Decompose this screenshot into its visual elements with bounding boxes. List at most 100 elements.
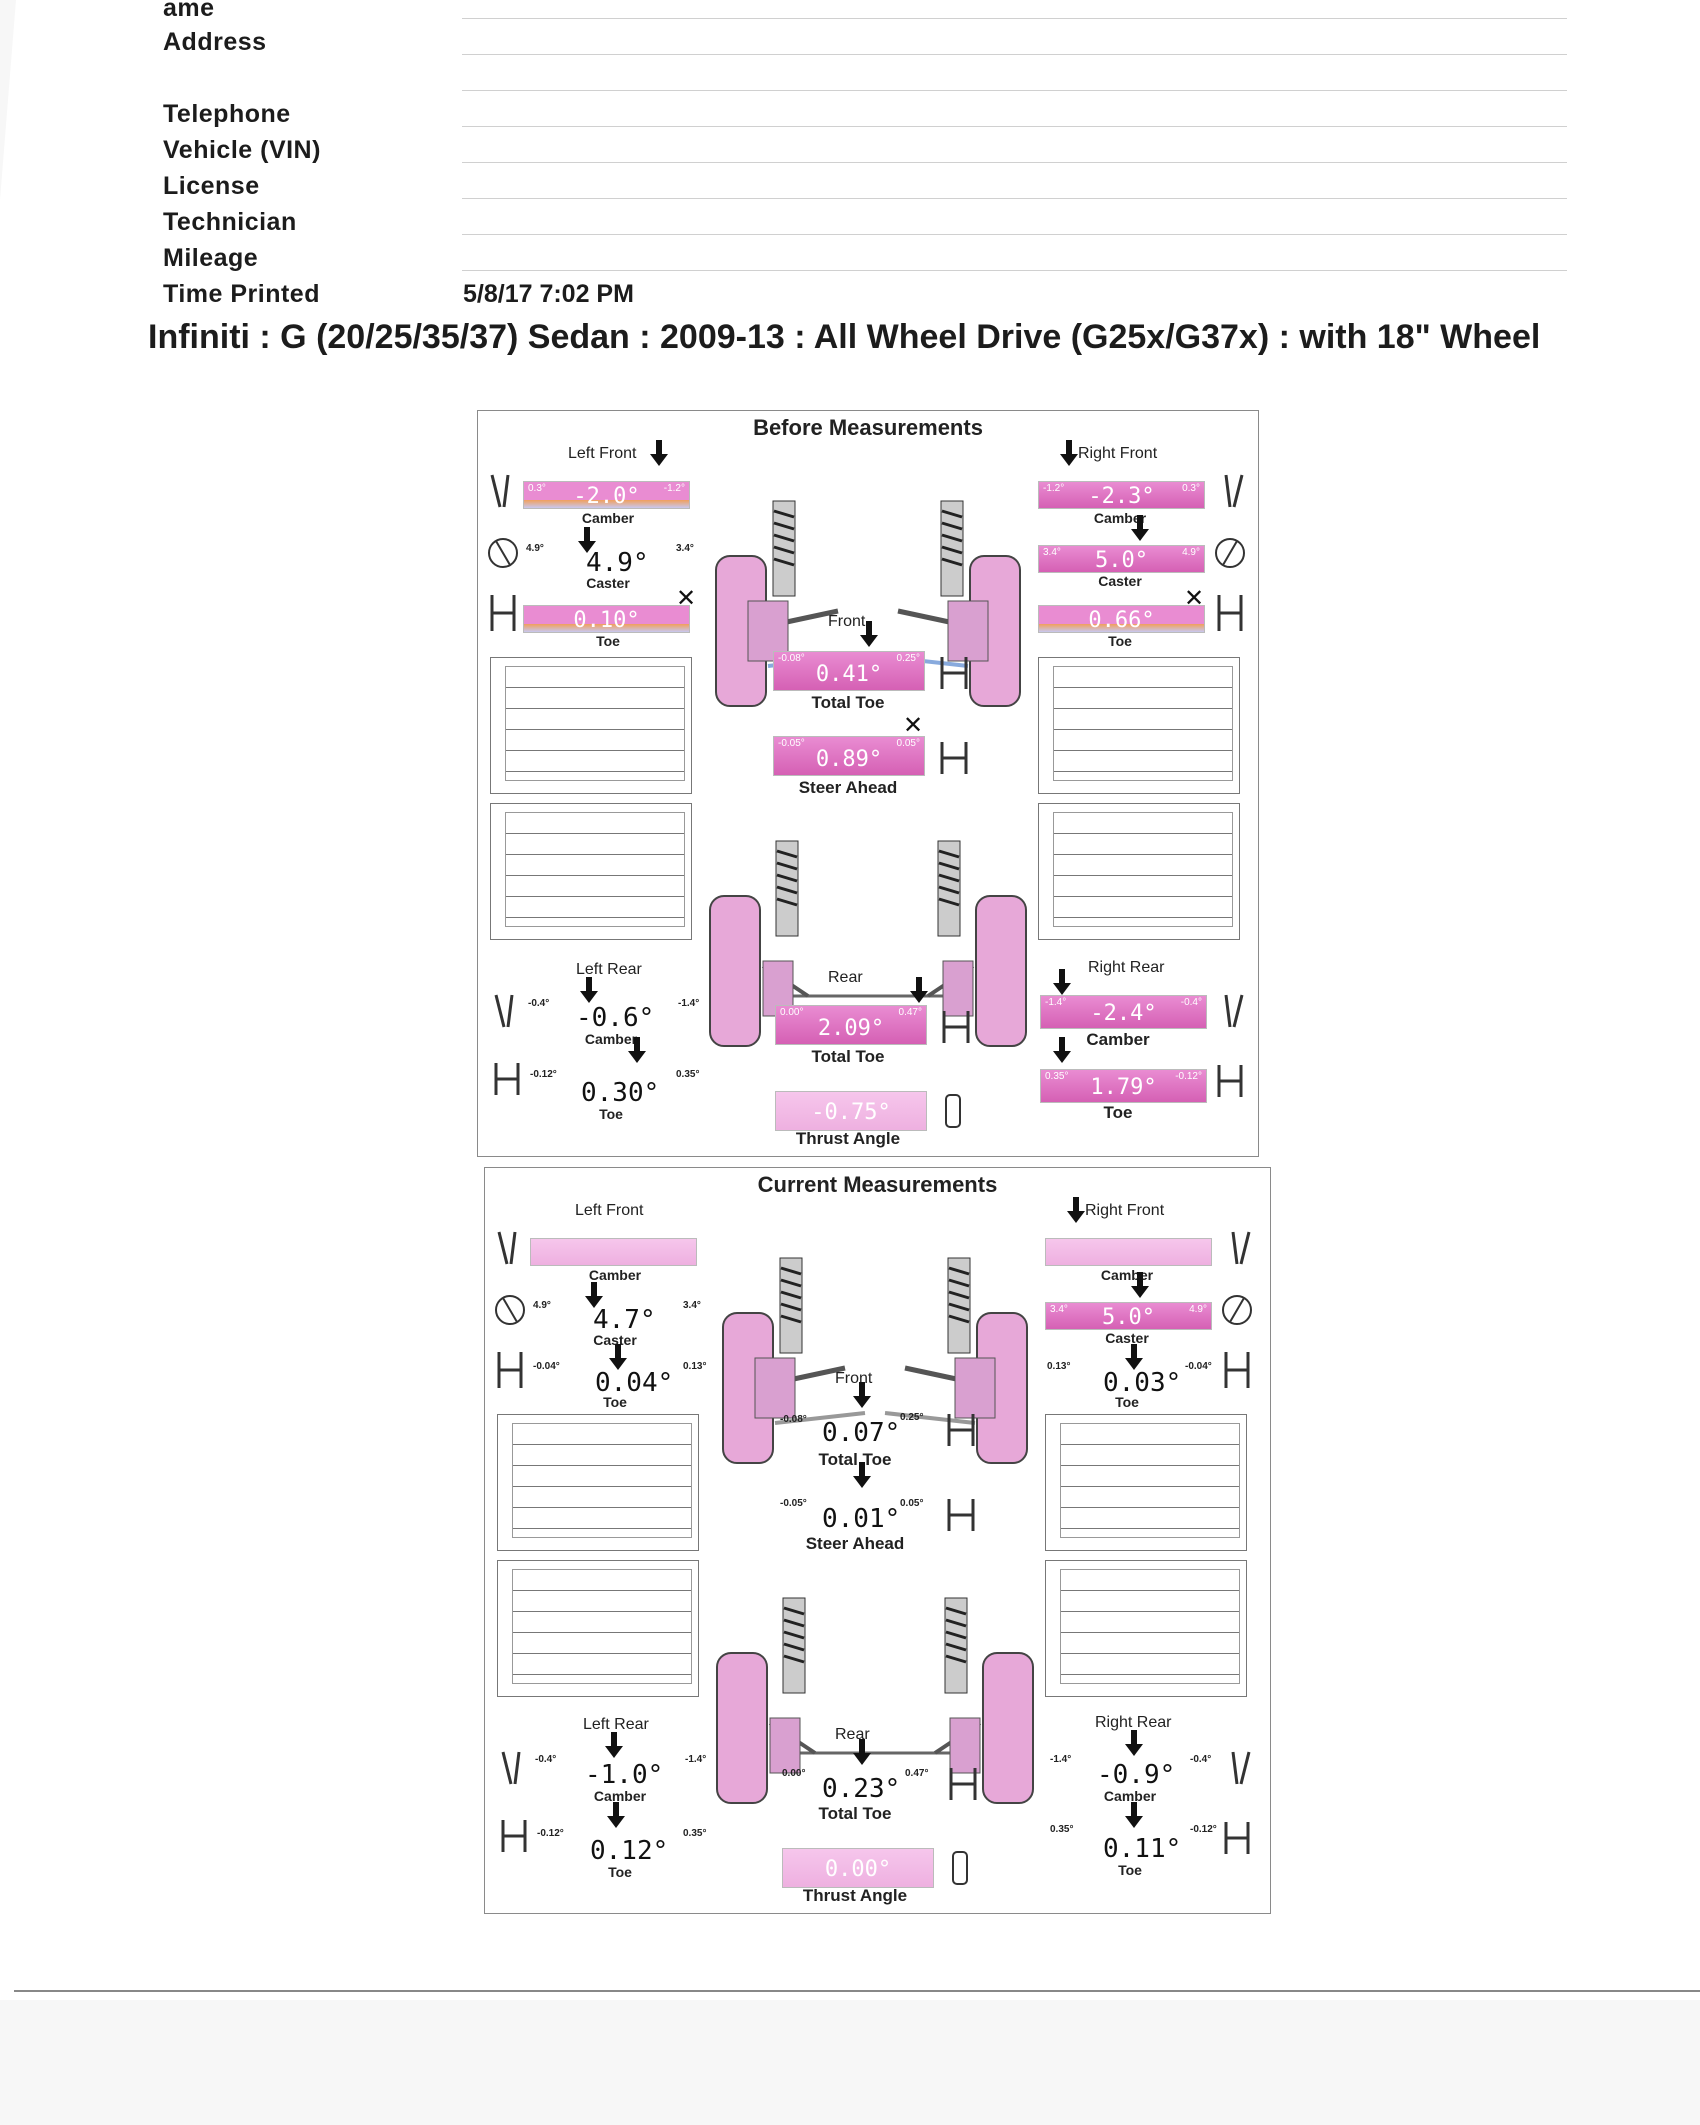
toe-min: -0.04°: [533, 1361, 560, 1372]
lr-camber-value: -1.0°: [585, 1760, 664, 1790]
total-toe-max: 0.47°: [905, 1768, 929, 1779]
field-label-time-printed: Time Printed: [163, 280, 320, 308]
toe-max: -0.12°: [1190, 1824, 1217, 1835]
caption-thrust-angle: Thrust Angle: [802, 1886, 908, 1905]
camber-min: -1.4°: [1050, 1754, 1072, 1765]
height-vs-rear-camber-graph: [1038, 803, 1240, 940]
label-rear: Rear: [835, 1726, 870, 1743]
steer-ahead-gauge: -0.05° 0.05° 0.89°: [773, 736, 925, 776]
thrust-angle-gauge: -0.75°: [775, 1091, 927, 1131]
gauge-max: -0.4°: [1180, 997, 1202, 1008]
field-line: [462, 198, 1567, 199]
caption-toe: Toe: [603, 1394, 627, 1410]
camber-arrow: [650, 440, 668, 466]
camber-arrow: [1067, 1197, 1085, 1223]
toe-wheel-icon: [1217, 1065, 1243, 1097]
page-fold: [0, 0, 16, 200]
front-total-toe-value: 0.41°: [815, 662, 883, 687]
caption-toe: Toe: [596, 633, 620, 649]
car-front-icon: [940, 657, 968, 689]
rf-camber-value: -2.3°: [1088, 484, 1155, 509]
caster-arrow: [585, 1282, 603, 1308]
caption-toe: Toe: [608, 1864, 632, 1880]
height-vs-rear-camber-graph: [490, 803, 692, 940]
camber-arrow: [1053, 969, 1071, 995]
gauge-min: 3.4°: [1043, 547, 1061, 558]
gauge-max: 4.9°: [1189, 1304, 1207, 1315]
rf-caster-value: 5.0°: [1102, 1305, 1155, 1330]
rear-total-toe-gauge: 0.00° 0.47° 2.09°: [775, 1005, 927, 1045]
field-line: [462, 234, 1567, 235]
label-left-rear: Left Rear: [583, 1716, 649, 1733]
toe-max: 0.35°: [676, 1069, 700, 1080]
rf-camber-gauge: [1045, 1238, 1212, 1266]
car-front-icon: [940, 742, 968, 774]
camber-max: -1.4°: [685, 1754, 707, 1765]
thrust-angle-value: -0.75°: [811, 1100, 891, 1125]
field-line: [462, 90, 1567, 91]
camber-wheel-icon: [1231, 1751, 1251, 1785]
total-toe-max: 0.25°: [900, 1412, 924, 1423]
rear-suspension: [709, 840, 1027, 1047]
caption-total-toe: Total Toe: [818, 1804, 892, 1823]
lr-camber-value: -0.6°: [576, 1003, 655, 1033]
rf-caster-gauge: 3.4° 4.9° 5.0°: [1045, 1302, 1212, 1330]
rr-toe-gauge: 0.35° -0.12° 1.79°: [1040, 1069, 1207, 1103]
label-left-front: Left Front: [568, 445, 637, 462]
toe-min: 0.35°: [1050, 1824, 1074, 1835]
toe-wheel-icon: [490, 595, 516, 631]
camber-wheel-icon: [497, 1231, 517, 1265]
caster-wheel-icon: [1215, 538, 1245, 568]
field-label-vin: Vehicle (VIN): [163, 136, 321, 164]
rf-toe-gauge: 0.66°: [1038, 605, 1205, 633]
caption-toe: Toe: [1108, 633, 1132, 649]
page-divider: [14, 1990, 1700, 1992]
camber-min: -0.4°: [535, 1754, 557, 1765]
gauge-max: 4.9°: [1182, 547, 1200, 558]
field-label-license: License: [163, 172, 260, 200]
gauge-max: 0.47°: [898, 1007, 922, 1018]
rf-toe-value: 0.03°: [1103, 1368, 1182, 1398]
lr-toe-value: 0.12°: [590, 1836, 669, 1866]
field-label-name: ame: [163, 0, 215, 22]
car-front-icon: [947, 1414, 975, 1446]
caption-caster: Caster: [1105, 1330, 1149, 1346]
rr-camber-gauge: -1.4° -0.4° -2.4°: [1040, 995, 1207, 1029]
out-of-spec-icon: ✕: [903, 712, 924, 739]
field-line: [462, 126, 1567, 127]
camber-wheel-icon: [501, 1751, 521, 1785]
rear-suspension: [716, 1597, 1034, 1804]
camber-wheel-icon: [1224, 994, 1244, 1028]
caster-arrow: [1131, 1272, 1149, 1298]
camber-arrow: [1060, 440, 1078, 466]
caster-max: 3.4°: [676, 543, 694, 554]
caption-camber: Camber: [1086, 1030, 1150, 1049]
caption-camber: Camber: [1103, 1788, 1157, 1804]
toe-arrow: [607, 1802, 625, 1828]
steer-ahead-arrow: [853, 1462, 871, 1488]
label-right-rear: Right Rear: [1095, 1714, 1172, 1731]
lf-toe-value: 0.04°: [595, 1368, 674, 1398]
rr-toe-value: 1.79°: [1090, 1075, 1157, 1100]
camber-max: -1.4°: [678, 998, 700, 1009]
camber-wheel-icon: [494, 994, 514, 1028]
field-line: [462, 18, 1567, 19]
field-label-mileage: Mileage: [163, 244, 259, 272]
caster-arrow: [578, 527, 596, 553]
caption-toe: Toe: [599, 1106, 623, 1122]
toe-wheel-icon: [501, 1820, 527, 1852]
toe-min: 0.13°: [1047, 1361, 1071, 1372]
front-total-toe-gauge: -0.08° 0.25° 0.41°: [773, 651, 925, 691]
toe-max: 0.35°: [683, 1828, 707, 1839]
caster-min: 4.9°: [533, 1300, 551, 1311]
caster-max: 3.4°: [683, 1300, 701, 1311]
height-vs-front-toe-graph: [490, 657, 692, 794]
out-of-spec-icon: ✕: [676, 585, 697, 612]
camber-wheel-icon: [490, 474, 510, 508]
lf-toe-gauge: 0.10°: [523, 605, 690, 633]
before-measurements-panel: Before Measurements Left: [477, 410, 1259, 1157]
thrust-angle-value: 0.00°: [824, 1857, 892, 1882]
toe-arrow: [609, 1344, 627, 1370]
gauge-min: -1.2°: [1043, 483, 1065, 494]
total-toe-arrow: [860, 621, 878, 647]
